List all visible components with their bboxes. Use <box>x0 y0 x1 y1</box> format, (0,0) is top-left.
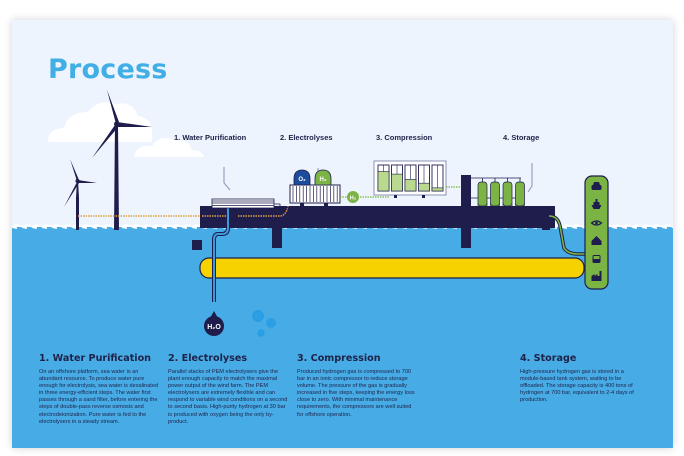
tank-body <box>490 181 500 207</box>
wave-crest <box>91 224 103 228</box>
cloud-icon <box>48 102 204 157</box>
wave-crest <box>151 224 163 228</box>
wave-crest <box>561 224 573 228</box>
compressor-stage <box>377 164 390 192</box>
wave-crest <box>161 224 173 228</box>
wave-crest <box>61 224 73 228</box>
wind-turbine-large <box>92 90 152 230</box>
car-icon <box>591 182 602 190</box>
platform-leg <box>192 240 202 250</box>
wave-crest <box>51 224 63 228</box>
step-electrolyses: 2. Electrolyses Parallel stacks of PEM e… <box>168 353 290 426</box>
wind-turbine-small <box>64 159 97 230</box>
wave-crest <box>571 224 583 228</box>
wave-crest <box>641 224 653 228</box>
process-illustration: H₂O O₂ H₂ <box>12 90 673 448</box>
wave-crest <box>661 224 673 228</box>
oxygen-label: O₂ <box>298 177 306 183</box>
tank-body <box>502 181 513 207</box>
wave-crest <box>611 224 623 228</box>
step-heading: 3. Compression <box>297 353 381 364</box>
wave-crest <box>631 224 643 228</box>
compressor-stage <box>431 164 444 192</box>
storage-manifold <box>461 175 471 208</box>
wave-crest <box>671 225 673 228</box>
wave-crest <box>141 224 153 228</box>
step-storage: 4. Storage High-pressure hydrogen gas is… <box>520 353 642 404</box>
diagram-label-compression: 3. Compression <box>376 133 433 142</box>
diagram-label-water-purification: 1. Water Purification <box>174 133 247 142</box>
wave-crest <box>101 224 113 228</box>
water-purification-unit <box>211 198 290 209</box>
step-heading: 2. Electrolyses <box>168 353 248 364</box>
wifi-icon <box>590 220 603 226</box>
factory-icon <box>591 271 602 281</box>
diagram-label-electrolyses: 2. Electrolyses <box>280 133 333 142</box>
compressor-stage <box>391 164 403 192</box>
wave-crest <box>131 224 143 228</box>
step-heading: 4. Storage <box>520 353 577 364</box>
compressor-unit <box>373 160 462 198</box>
wave-crest <box>81 224 93 228</box>
hydrogen-label: H₂ <box>320 177 327 183</box>
step-heading: 1. Water Purification <box>39 353 151 364</box>
wave-crest <box>21 224 33 228</box>
page-title: Process <box>48 54 168 85</box>
process-card: H₂O O₂ H₂ <box>12 20 673 448</box>
wave-crest <box>621 224 633 228</box>
platform-leg <box>461 220 471 248</box>
step-body: On an offshore platform, sea water is an… <box>39 369 159 425</box>
step-compression: 3. Compression Produced hydrogen gas is … <box>297 353 419 419</box>
bubbles <box>252 310 276 337</box>
oxygen-tank <box>293 169 311 186</box>
wave-crest <box>651 224 663 228</box>
tank-body <box>477 181 488 207</box>
wave-crest <box>121 224 133 228</box>
end-use-panel <box>584 175 609 290</box>
wave-crest <box>31 224 43 228</box>
water-molecule-badge <box>204 316 224 336</box>
electrolyser-unit: O₂ H₂ <box>289 169 341 206</box>
tank-body <box>515 181 525 207</box>
hydrogen-flow-badge <box>347 191 359 203</box>
hydrogen-tank <box>314 169 332 186</box>
storage-tanks <box>461 175 525 208</box>
step-body: High-pressure hydrogen gas is stored in … <box>520 369 634 404</box>
step-body: Produced hydrogen gas is compressed to 7… <box>297 369 415 418</box>
compressor-stage <box>404 164 417 192</box>
house-icon <box>591 236 602 245</box>
hydrogen-flow-label: H₂ <box>350 196 357 202</box>
diagram-label-storage: 4. Storage <box>503 133 540 142</box>
wave-crest <box>41 224 53 228</box>
wave-crest <box>171 224 183 228</box>
compressor-stage <box>418 164 430 192</box>
bus-icon <box>592 255 601 263</box>
step-body: Parallel stacks of PEM electrolysers giv… <box>168 369 288 425</box>
step-water-purification: 1. Water Purification On an offshore pla… <box>39 353 161 426</box>
water-molecule-label: H₂O <box>207 324 221 331</box>
wave-crest <box>12 224 23 228</box>
wave-crest <box>181 224 193 228</box>
ship-icon <box>591 199 602 209</box>
